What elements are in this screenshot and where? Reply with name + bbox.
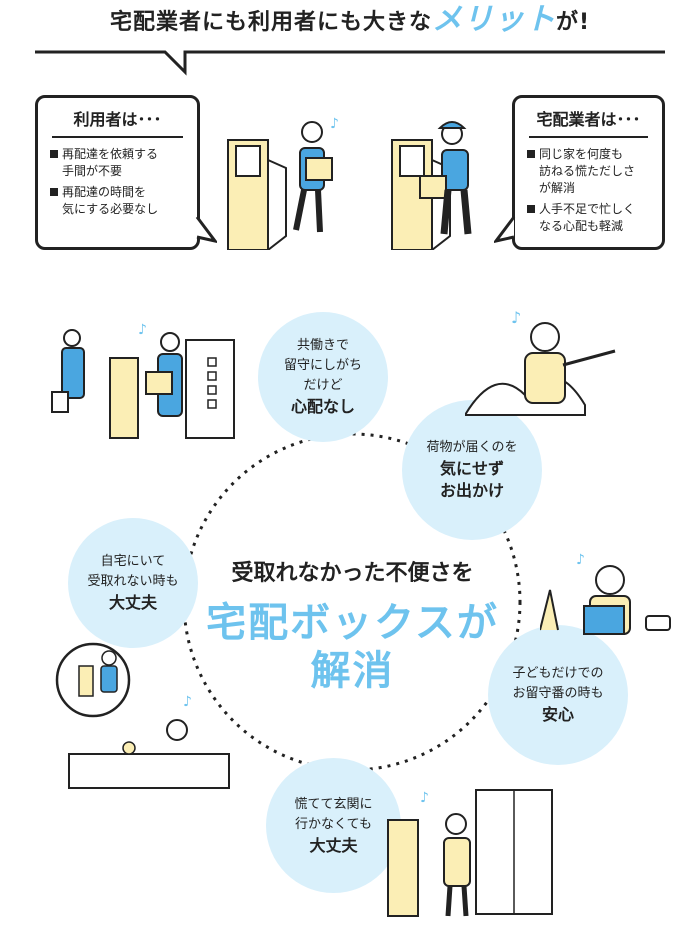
courier-merit-card: 宅配業者は･･･ 同じ家を何度も 訪ねる慌ただしさ が解消 人手不足で忙しく な… xyxy=(512,95,665,250)
svg-text:♪: ♪ xyxy=(138,322,147,338)
scene-hiker: ♪ xyxy=(465,308,616,416)
title-prefix: 宅配業者にも利用者にも大きな xyxy=(109,10,432,35)
bubble-text: 荷物が届くのを xyxy=(426,440,518,455)
benefit-bubble: 慌てて玄関に 行かなくても 大丈夫 xyxy=(266,758,401,893)
scene-working-couple: ♪ xyxy=(51,322,235,439)
svg-text:♪: ♪ xyxy=(330,116,339,132)
bubble-text: 自宅にいて 受取れない時も xyxy=(87,554,179,589)
top-illustration: ♪ xyxy=(227,116,472,250)
bubble-strong: 大丈夫 xyxy=(108,593,157,612)
user-card-title: 利用者は･･･ xyxy=(52,98,183,138)
courier-merit-item: 人手不足で忙しく なる心配も軽減 xyxy=(527,201,650,235)
page-title: 宅配業者にも利用者にも大きなメリットが! xyxy=(0,0,700,40)
title-accent: メリット xyxy=(431,2,556,37)
benefit-bubble: 共働きで 留守にしがち だけど 心配なし xyxy=(258,312,388,442)
bubble-strong: 大丈夫 xyxy=(309,835,358,855)
svg-text:♪: ♪ xyxy=(183,694,192,710)
bubble-strong: 気にせず お出かけ xyxy=(439,459,504,500)
bubble-strong: 安心 xyxy=(541,705,574,724)
bubble-text: 慌てて玄関に 行かなくても xyxy=(294,796,373,832)
svg-text:♪: ♪ xyxy=(420,790,429,806)
speech-divider xyxy=(35,50,665,76)
scene-bath: ♪ xyxy=(55,642,230,789)
bubble-text: 共働きで 留守にしがち だけど xyxy=(283,338,362,393)
user-merit-item: 再配達を依頼する 手間が不要 xyxy=(50,146,185,180)
center-subtitle: 受取れなかった不便さを xyxy=(231,561,474,586)
courier-merit-item: 同じ家を何度も 訪ねる慌ただしさ が解消 xyxy=(527,146,650,197)
scene-elderly: ♪ xyxy=(387,789,553,917)
courier-card-title: 宅配業者は･･･ xyxy=(529,98,648,138)
card-tail xyxy=(494,216,516,243)
benefit-bubble: 荷物が届くのを 気にせず お出かけ xyxy=(402,400,542,540)
svg-text:♪: ♪ xyxy=(511,308,521,327)
center-main-line2: 解消 xyxy=(310,648,395,694)
center-main-line1: 宅配ボックスが xyxy=(206,600,499,646)
benefit-bubble: 子どもだけでの お留守番の時も 安心 xyxy=(488,625,628,765)
svg-text:♪: ♪ xyxy=(576,552,585,568)
title-suffix: が! xyxy=(555,10,591,35)
bubble-strong: 心配なし xyxy=(290,397,355,416)
user-merit-card: 利用者は･･･ 再配達を依頼する 手間が不要 再配達の時間を 気にする必要なし xyxy=(35,95,200,250)
scene-child-reading: ♪ xyxy=(540,552,671,635)
user-merit-item: 再配達の時間を 気にする必要なし xyxy=(50,184,185,218)
center-message: 受取れなかった不便さを 宅配ボックスが 解消 xyxy=(190,555,515,695)
card-tail xyxy=(195,216,217,243)
bubble-text: 子どもだけでの お留守番の時も xyxy=(512,666,604,701)
benefit-bubble: 自宅にいて 受取れない時も 大丈夫 xyxy=(68,518,198,648)
